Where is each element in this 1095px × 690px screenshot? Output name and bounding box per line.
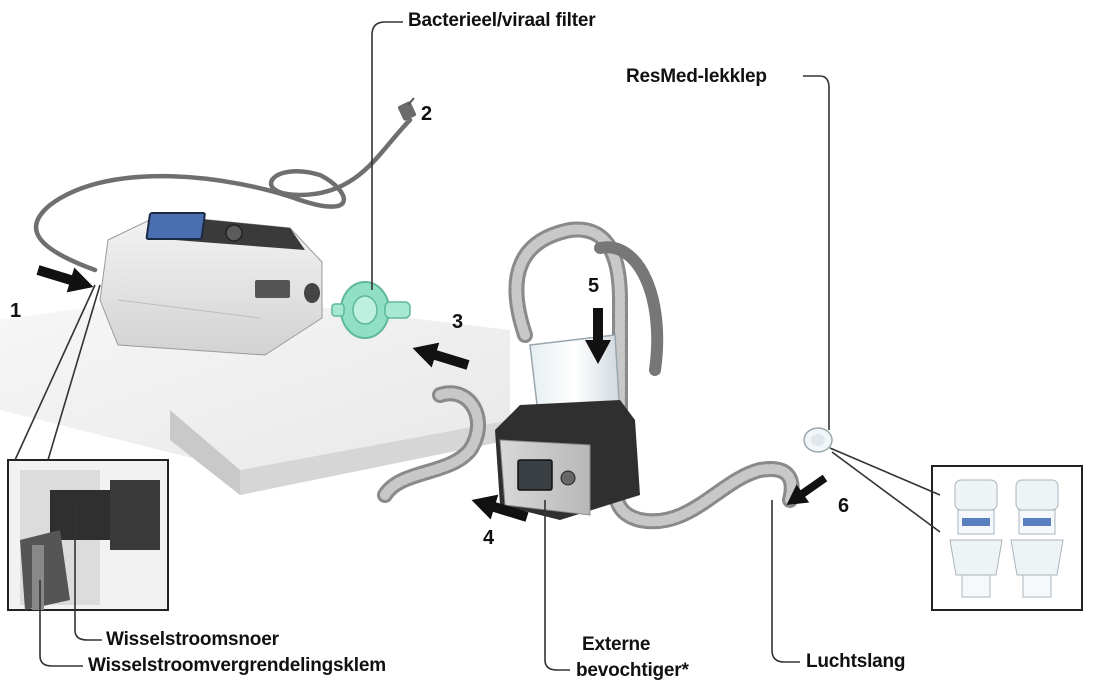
arrow-4 [471, 494, 529, 522]
ventilator-device [99, 212, 323, 356]
label-leak-valve: ResMed-lekklep [626, 66, 767, 87]
callout-5: 5 [588, 275, 600, 297]
label-bacterial-filter: Bacterieel/viraal filter [408, 10, 596, 31]
callout-3: 3 [452, 311, 464, 333]
leak-valve-inset [931, 465, 1083, 611]
arrow-1 [36, 265, 94, 293]
label-humidifier-line2: bevochtiger* [576, 660, 689, 681]
leak-valve-right [1010, 479, 1064, 598]
plug-icon [397, 97, 417, 121]
arrow-6 [786, 474, 828, 505]
power-cable [33, 117, 413, 273]
arrow-5 [585, 308, 611, 364]
callout-6: 6 [838, 495, 850, 517]
callout-4: 4 [483, 527, 495, 549]
arrows [36, 265, 828, 522]
bacterial-filter [331, 281, 411, 339]
label-ac-clamp: Wisselstroomvergrendelingsklem [88, 655, 386, 676]
leak-valve-left [949, 479, 1003, 598]
leak-valve-small [803, 427, 833, 453]
leader-lines [14, 21, 941, 671]
callout-2: 2 [421, 103, 433, 125]
label-humidifier-line1: Externe [582, 634, 651, 655]
arrow-3 [412, 342, 470, 370]
ac-connector-inset [7, 459, 169, 611]
label-ac-cord: Wisselstroomsnoer [106, 629, 279, 650]
label-air-tubing: Luchtslang [806, 651, 906, 672]
callout-1: 1 [10, 300, 22, 322]
